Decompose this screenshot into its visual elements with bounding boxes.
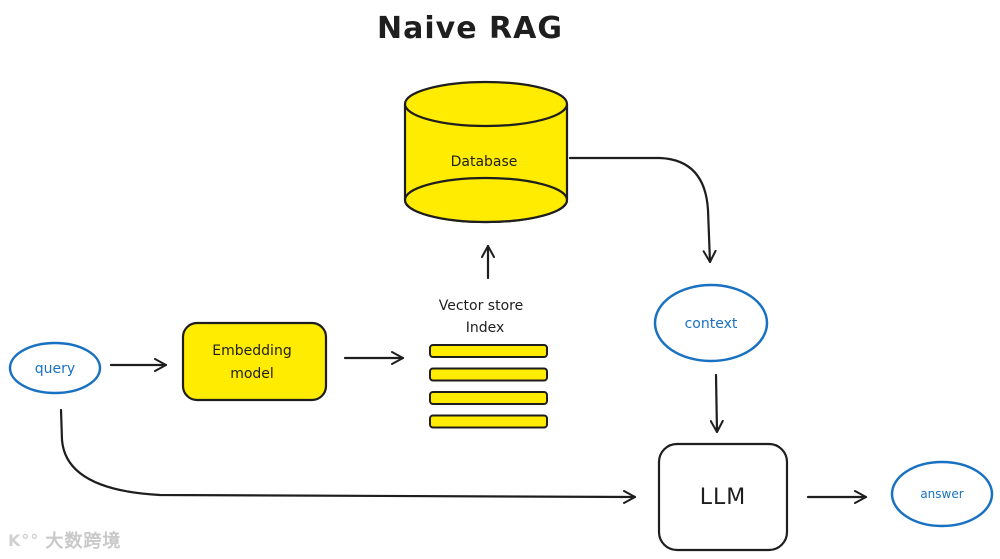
query-label: query bbox=[35, 361, 75, 377]
watermark-logo-icon: K°° bbox=[8, 530, 40, 550]
vector-store-label-line2: Index bbox=[466, 320, 505, 336]
query-ellipse bbox=[8, 341, 102, 395]
vector-bar bbox=[429, 344, 548, 358]
context-ellipse bbox=[653, 283, 769, 363]
llm-label: LLM bbox=[700, 485, 747, 510]
watermark-text: 大数跨境 bbox=[45, 531, 122, 552]
vector-bar bbox=[429, 414, 548, 429]
embedding-model-label-line1: Embedding bbox=[212, 343, 291, 359]
vector-store-node: Vector store Index bbox=[429, 298, 548, 429]
arrow-context-to-llm bbox=[709, 373, 724, 434]
llm-node: LLM bbox=[657, 442, 789, 552]
arrow-database-to-context bbox=[568, 156, 717, 264]
context-node: context bbox=[653, 283, 769, 363]
database-top bbox=[403, 80, 569, 128]
watermark: K°° 大数跨境 bbox=[8, 527, 121, 553]
answer-label: answer bbox=[920, 487, 963, 501]
vector-bars bbox=[429, 344, 548, 429]
vector-bar bbox=[429, 367, 548, 382]
query-node: query bbox=[8, 341, 102, 395]
llm-box bbox=[657, 442, 789, 552]
database-node: Database bbox=[403, 80, 569, 224]
vector-store-label-line1: Vector store bbox=[439, 298, 523, 314]
context-label: context bbox=[685, 316, 738, 332]
diagram-title: Naive RAG bbox=[377, 11, 563, 46]
embedding-model-box bbox=[181, 321, 328, 402]
answer-ellipse bbox=[890, 460, 994, 528]
embedding-model-label-line2: model bbox=[230, 366, 274, 382]
database-label: Database bbox=[451, 154, 518, 170]
arrow-query-to-llm bbox=[59, 408, 637, 504]
embedding-model-node: Embedding model bbox=[181, 321, 328, 402]
answer-node: answer bbox=[890, 460, 994, 528]
database-bottom bbox=[403, 176, 569, 224]
vector-bar bbox=[429, 391, 548, 405]
